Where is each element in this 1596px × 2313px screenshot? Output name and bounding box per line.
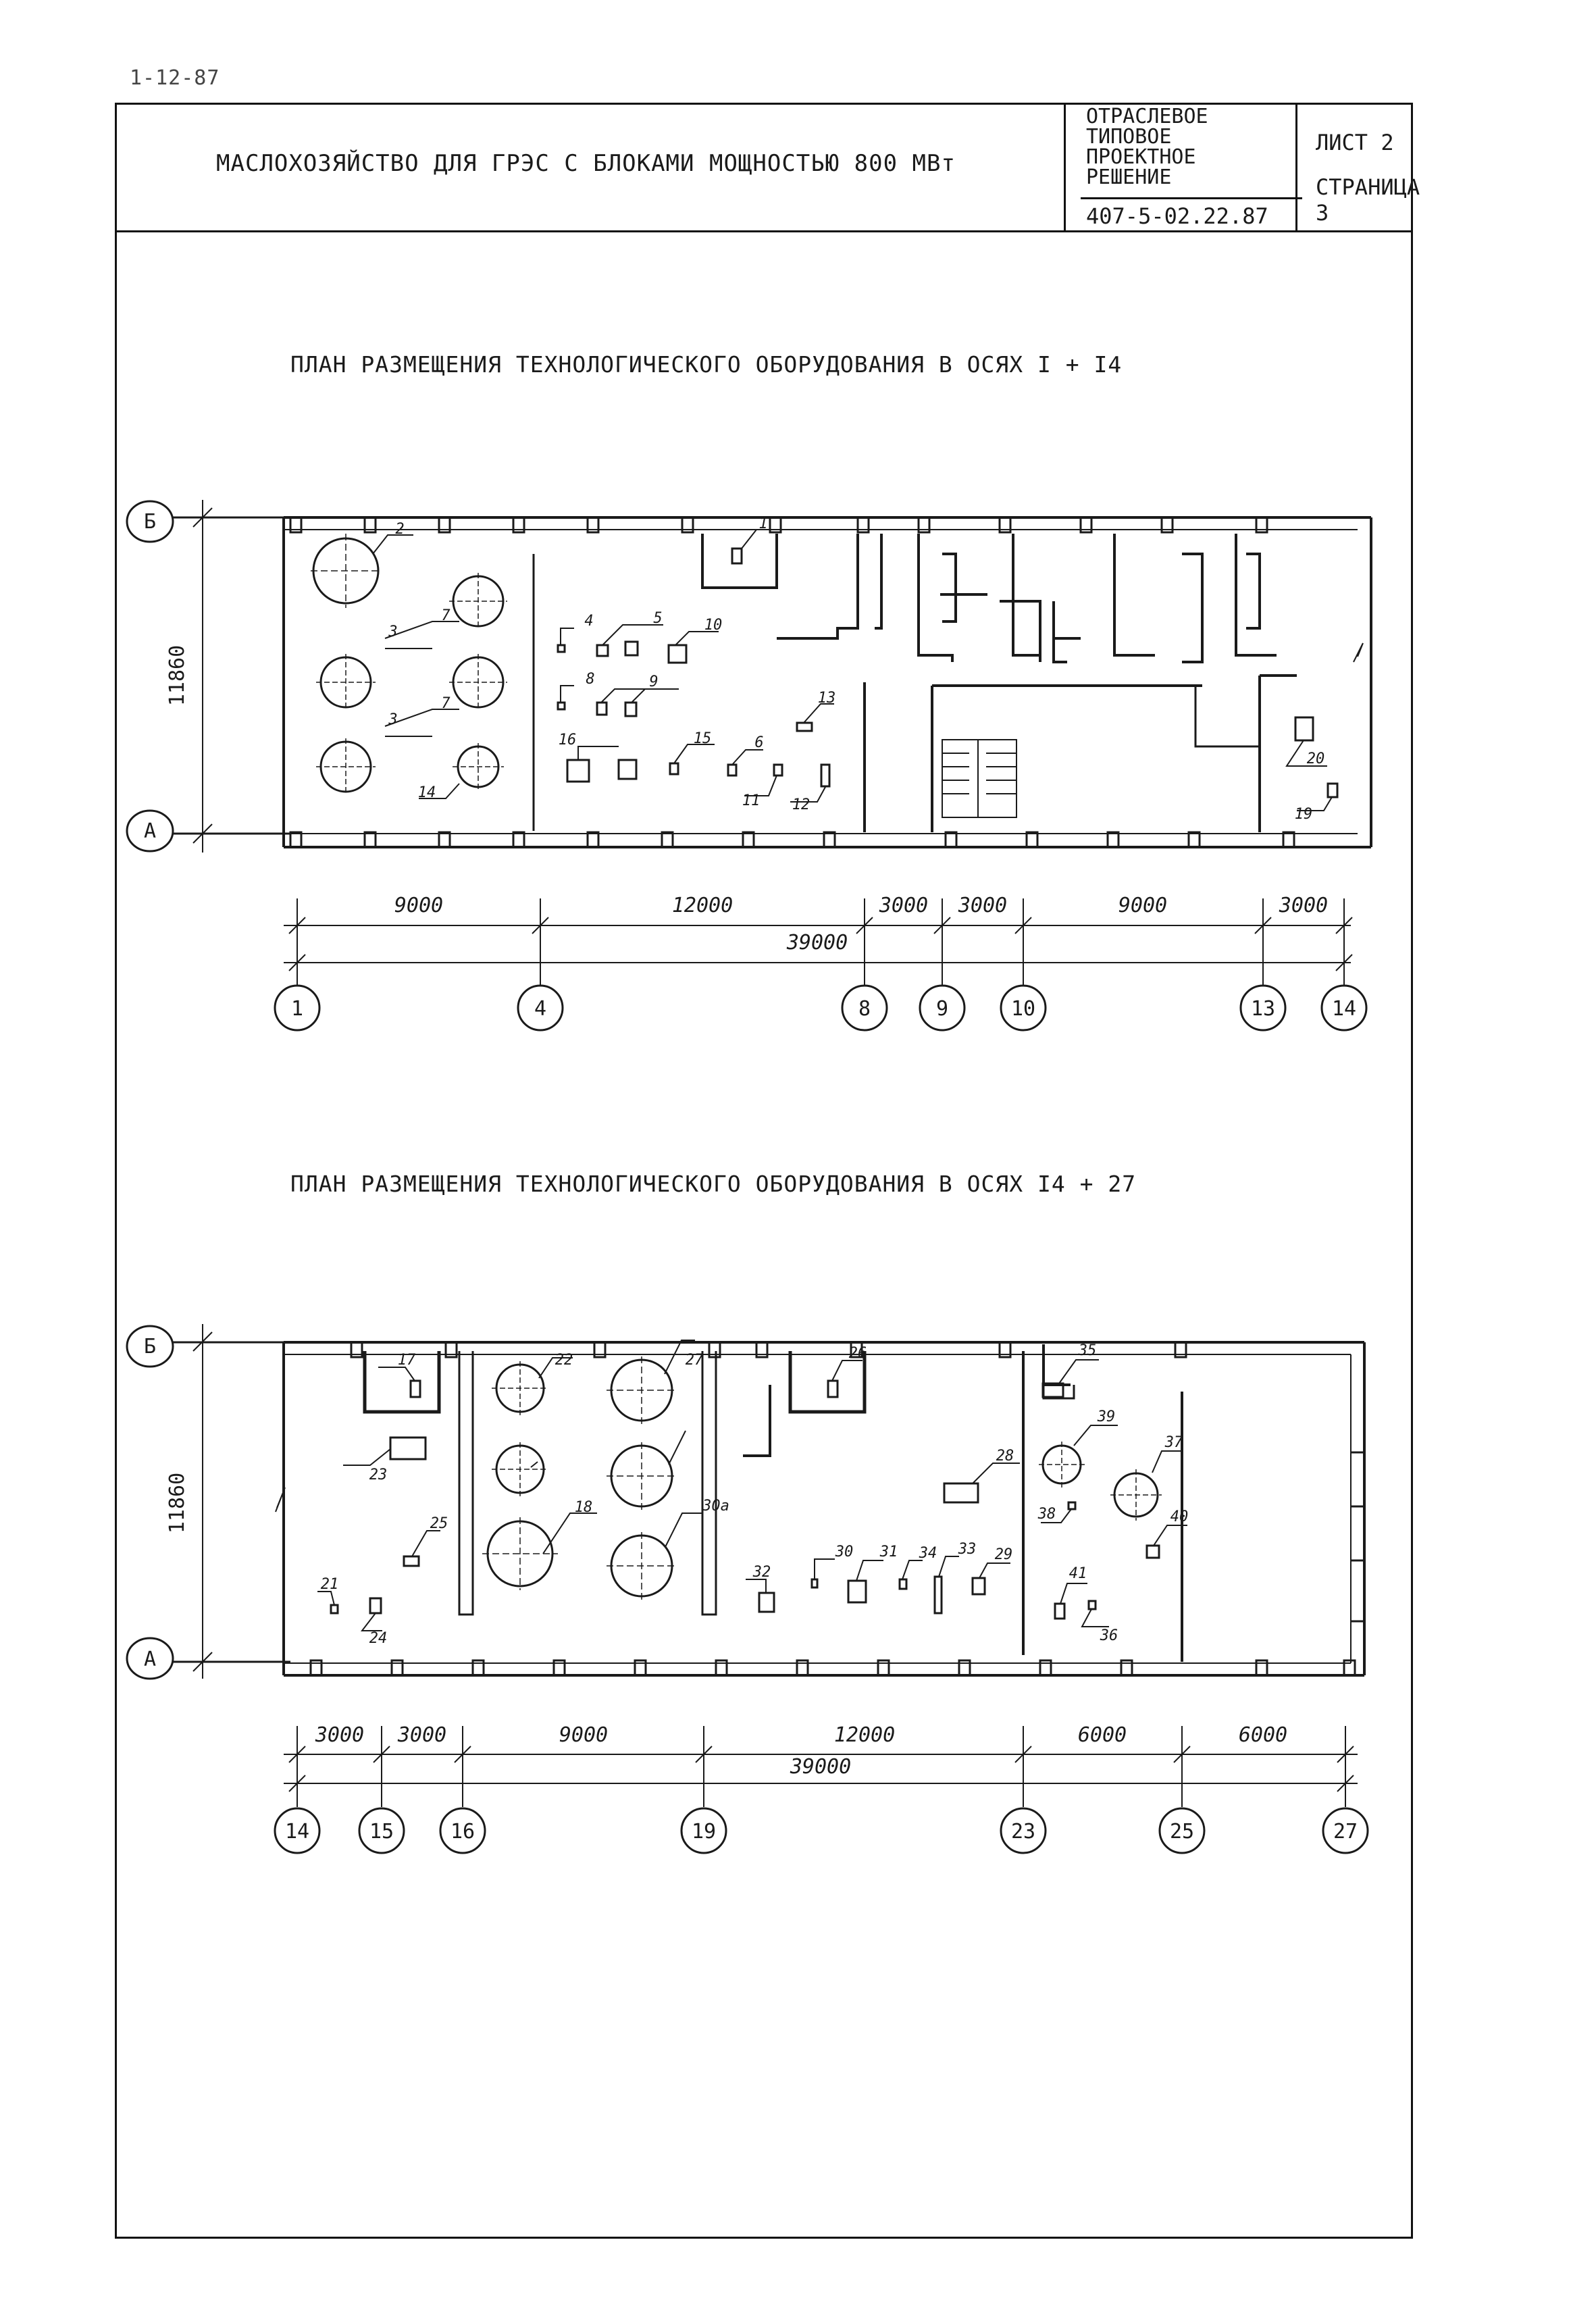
document-type-line: ПРОЕКТНОЕ (1086, 145, 1196, 169)
title-block-divider (1295, 103, 1297, 230)
title-block: МАСЛОХОЗЯЙСТВО ДЛЯ ГРЭС С БЛОКАМИ МОЩНОС… (115, 103, 1420, 232)
document-type: ОТРАСЛЕВОЕ ТИПОВОЕ ПРОЕКТНОЕ РЕШЕНИЕ (1086, 107, 1208, 188)
document-code: 407-5-02.22.87 (1081, 197, 1302, 229)
plan2-title: ПЛАН РАЗМЕЩЕНИЯ ТЕХНОЛОГИЧЕСКОГО ОБОРУДО… (290, 1171, 1137, 1197)
document-type-line: ОТРАСЛЕВОЕ (1086, 105, 1208, 128)
document-type-line: ТИПОВОЕ (1086, 125, 1172, 149)
plan1-title: ПЛАН РАЗМЕЩЕНИЯ ТЕХНОЛОГИЧЕСКОГО ОБОРУДО… (290, 351, 1123, 378)
page-number: СТРАНИЦА 3 (1316, 174, 1420, 226)
document-type-line: РЕШЕНИЕ (1086, 166, 1172, 189)
drawing-frame (115, 103, 1413, 2239)
title-block-divider (1064, 103, 1066, 230)
sheet-number: ЛИСТ 2 (1316, 130, 1394, 155)
drawing-title: МАСЛОХОЗЯЙСТВО ДЛЯ ГРЭС С БЛОКАМИ МОЩНОС… (216, 150, 956, 177)
drawing-corner-code: 1-12-87 (130, 66, 220, 90)
